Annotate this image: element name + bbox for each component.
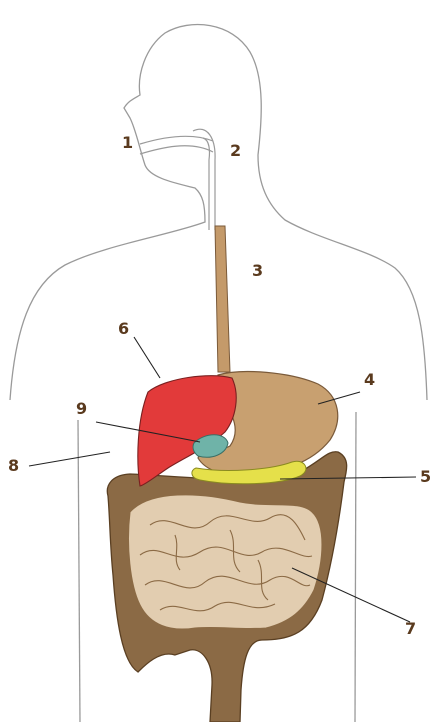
- small-intestine: [128, 495, 322, 629]
- label-9: 9: [76, 399, 87, 418]
- pharynx: [193, 129, 215, 230]
- label-4: 4: [364, 370, 375, 389]
- label-5: 5: [420, 467, 431, 486]
- oral-cavity: [140, 136, 213, 154]
- label-2: 2: [230, 141, 241, 160]
- label-6: 6: [118, 319, 129, 338]
- label-3: 3: [252, 261, 263, 280]
- leader-line-8: [29, 452, 110, 466]
- label-1: 1: [122, 133, 133, 152]
- torso-right-line: [355, 412, 356, 722]
- torso-left-line: [78, 420, 80, 722]
- label-8: 8: [8, 456, 19, 475]
- label-7: 7: [405, 619, 416, 638]
- esophagus: [215, 226, 230, 372]
- leader-line-6: [134, 337, 160, 378]
